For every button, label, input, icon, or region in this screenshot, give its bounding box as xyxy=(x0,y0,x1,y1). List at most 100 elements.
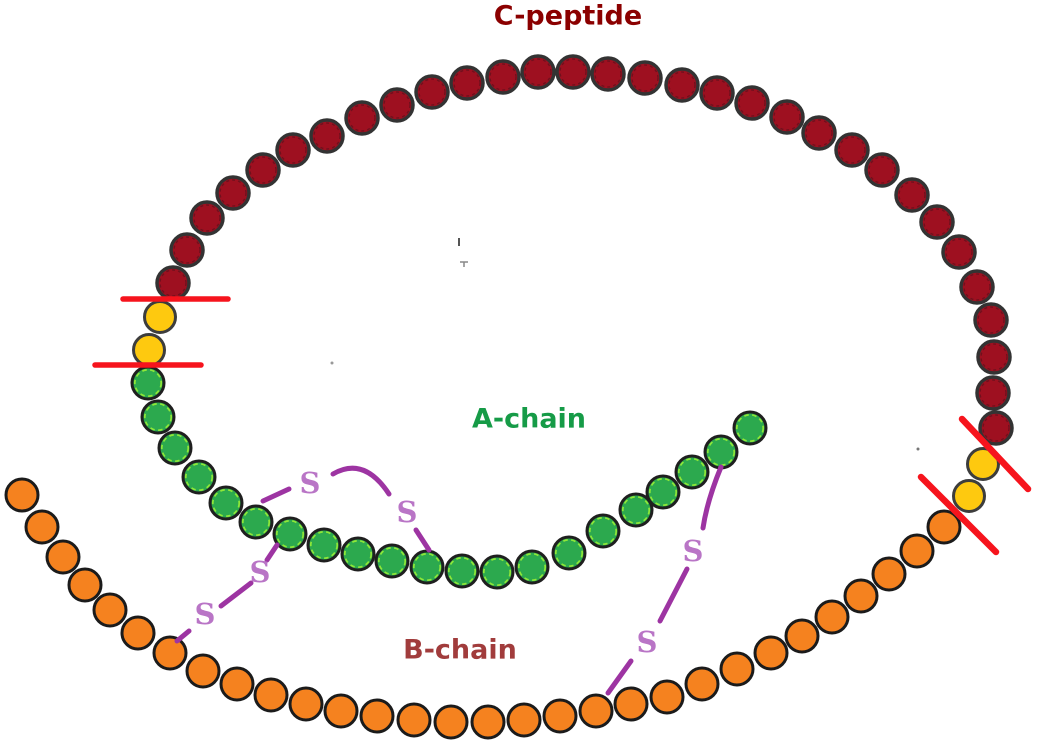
disulfide-bond-left-interchain: SS xyxy=(174,542,280,644)
disulfide-s-label: S xyxy=(637,625,658,659)
disulfide-s-label: S xyxy=(683,534,704,568)
a-chain-residue xyxy=(272,516,308,552)
b-chain-residue xyxy=(719,651,755,687)
c-peptide-residue xyxy=(555,54,591,90)
b-chain-residue xyxy=(814,599,850,635)
c-peptide-residue xyxy=(664,67,700,103)
b-chain-residue xyxy=(684,666,720,702)
b-chain-residue xyxy=(92,592,128,628)
b-chain-residue xyxy=(152,635,188,671)
a-chain-residue xyxy=(340,536,376,572)
c-peptide-residue xyxy=(976,339,1012,375)
c-peptide-residue-inner-ring xyxy=(559,58,587,86)
c-peptide-residue xyxy=(155,265,191,301)
artifact-dot xyxy=(916,447,920,451)
c-peptide-chain xyxy=(155,54,1014,446)
a-chain-residue-inner-ring xyxy=(677,457,707,487)
a-chain-chain xyxy=(130,365,768,590)
a-chain-residue-inner-ring xyxy=(309,530,339,560)
c-peptide-residue xyxy=(978,410,1014,446)
b-chain-residue xyxy=(4,477,40,513)
c-peptide-residue-inner-ring xyxy=(418,78,446,106)
disulfide-bond-segment xyxy=(657,566,690,624)
cleavage-site-line xyxy=(917,473,1000,556)
junction-residues-residue xyxy=(966,447,1000,481)
a-chain-residue xyxy=(157,430,193,466)
a-chain-residue xyxy=(181,459,217,495)
a-chain-residue xyxy=(444,553,480,589)
c-peptide-residue xyxy=(449,65,485,101)
disulfide-bond-segment xyxy=(174,628,192,644)
a-chain-residue xyxy=(130,365,166,401)
c-peptide-residue xyxy=(275,132,311,168)
a-chain-residue xyxy=(514,549,550,585)
a-chain-residue-inner-ring xyxy=(211,488,241,518)
b-chain-residue xyxy=(253,677,289,713)
b-chain-residue xyxy=(753,635,789,671)
junction-residues-residue xyxy=(132,333,166,367)
a-chain-residue-inner-ring xyxy=(706,437,736,467)
c-peptide-residue xyxy=(864,152,900,188)
junction-residues-residue xyxy=(952,479,986,513)
b-chain-residue xyxy=(613,686,649,722)
c-peptide-residue xyxy=(699,75,735,111)
c-peptide-residue xyxy=(485,59,521,95)
disulfide-bond-segment xyxy=(330,465,392,497)
a-chain-residue-inner-ring xyxy=(648,477,678,507)
a-chain-residue xyxy=(306,527,342,563)
c-peptide-residue-inner-ring xyxy=(193,204,221,232)
c-peptide-residue-inner-ring xyxy=(159,269,187,297)
c-peptide-residue-inner-ring xyxy=(982,414,1010,442)
b-chain-residue xyxy=(323,693,359,729)
b-chain-residue xyxy=(185,653,221,689)
disulfide-bond-a-chain-intrachain: SS xyxy=(260,465,432,553)
a-chain-residue xyxy=(703,434,739,470)
c-peptide-residue xyxy=(834,132,870,168)
c-peptide-residue xyxy=(189,200,225,236)
a-chain-residue xyxy=(618,492,654,528)
a-chain-residue xyxy=(208,485,244,521)
c-peptide-residue xyxy=(894,177,930,213)
b-chain-residue xyxy=(24,509,60,545)
a-chain-residue-inner-ring xyxy=(588,516,618,546)
disulfide-s-label: S xyxy=(250,555,271,589)
c-peptide-residue-inner-ring xyxy=(348,104,376,132)
a-chain-residue xyxy=(238,504,274,540)
a-chain-residue xyxy=(409,549,445,585)
a-chain-residue-inner-ring xyxy=(160,433,190,463)
b-chain-residue xyxy=(396,702,432,738)
a-chain-residue-inner-ring xyxy=(275,519,305,549)
a-chain-residue-inner-ring xyxy=(143,402,173,432)
b-chain-residue xyxy=(219,666,255,702)
c-peptide-residue-inner-ring xyxy=(383,91,411,119)
a-chain-residue xyxy=(374,543,410,579)
c-peptide-residue xyxy=(919,204,955,240)
c-peptide-residue-inner-ring xyxy=(631,64,659,92)
c-peptide-residue-inner-ring xyxy=(963,273,991,301)
disulfide-bond-segment xyxy=(264,542,280,563)
a-chain-residue-inner-ring xyxy=(241,507,271,537)
c-peptide-residue-inner-ring xyxy=(594,60,622,88)
a-chain-residue xyxy=(479,554,515,590)
a-chain-residue-inner-ring xyxy=(735,413,765,443)
disulfide-bond-segment xyxy=(218,580,254,609)
c-peptide-residue xyxy=(734,85,770,121)
disulfide-s-label: S xyxy=(397,495,418,529)
a-chain-residue xyxy=(732,410,768,446)
c-peptide-residue xyxy=(973,302,1009,338)
disulfide-bond-segment xyxy=(700,464,724,531)
disulfide-bond-segment xyxy=(413,527,432,553)
b-chain-residue xyxy=(67,567,103,603)
c-peptide-residue xyxy=(169,232,205,268)
c-peptide-residue xyxy=(801,115,837,151)
c-peptide-residue-inner-ring xyxy=(979,379,1007,407)
c-peptide-residue xyxy=(941,234,977,270)
c-peptide-residue xyxy=(769,99,805,135)
b-chain-residue xyxy=(542,698,578,734)
c-peptide-residue-inner-ring xyxy=(738,89,766,117)
disulfide-s-label: S xyxy=(195,597,216,631)
a-chain-residue-inner-ring xyxy=(621,495,651,525)
junction-residues-residue xyxy=(143,300,177,334)
